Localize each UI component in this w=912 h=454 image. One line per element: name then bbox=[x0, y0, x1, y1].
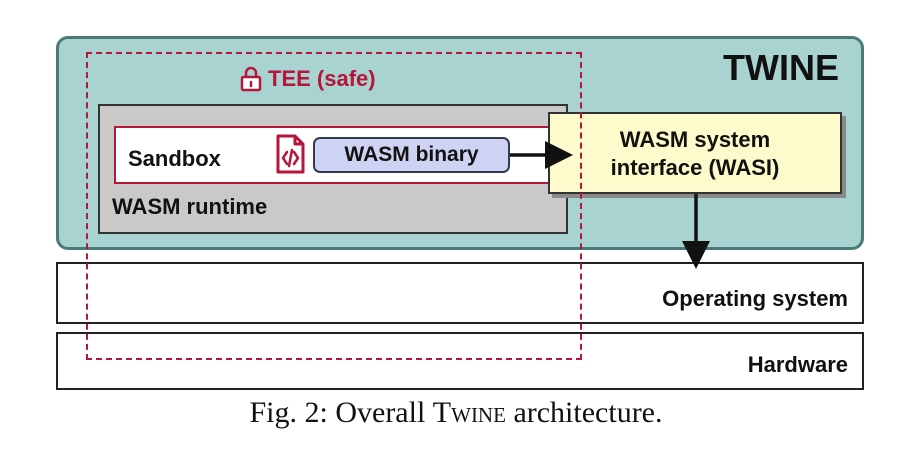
operating-system-label: Operating system bbox=[662, 286, 848, 311]
twine-title: TWINE bbox=[723, 47, 839, 88]
code-file-icon bbox=[275, 134, 305, 174]
caption-prefix: Fig. 2: Overall bbox=[249, 396, 433, 429]
caption-system-name: Twine bbox=[432, 396, 506, 429]
wasm-binary-box: WASM binary bbox=[313, 137, 510, 173]
hardware-label: Hardware bbox=[747, 352, 848, 377]
operating-system-layer: Operating system bbox=[56, 262, 864, 324]
sandbox-label: Sandbox bbox=[128, 146, 221, 171]
wasi-box: WASM system interface (WASI) bbox=[548, 112, 842, 194]
tee-boundary bbox=[86, 52, 582, 360]
wasm-runtime-label: WASM runtime bbox=[112, 194, 268, 219]
wasi-label-line1: WASM system bbox=[619, 127, 771, 152]
tee-label-text: TEE (safe) bbox=[268, 66, 376, 91]
hardware-layer: Hardware bbox=[56, 332, 864, 390]
figure-caption: Fig. 2: Overall Twine architecture. bbox=[0, 396, 912, 430]
wasi-label-line2: interface (WASI) bbox=[610, 155, 780, 180]
caption-suffix: architecture. bbox=[505, 396, 663, 429]
lock-icon bbox=[240, 66, 262, 92]
tee-label: TEE (safe) bbox=[240, 66, 376, 92]
